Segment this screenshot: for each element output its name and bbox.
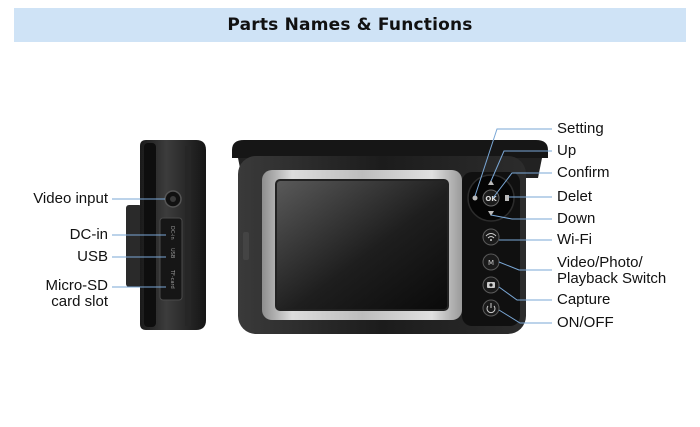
ok-button (482, 189, 500, 207)
side-view (126, 140, 206, 330)
label-video-input: Video input (33, 190, 108, 207)
delete-icon (505, 195, 509, 201)
page-title: Parts Names & Functions (227, 15, 473, 35)
side-port-text-usb: USB (169, 248, 175, 259)
label-wifi: Wi-Fi (557, 231, 592, 248)
screen (276, 180, 448, 310)
label-setting: Setting (557, 120, 604, 137)
front-view: OK M (232, 140, 548, 334)
label-capture: Capture (557, 291, 611, 308)
label-down: Down (557, 210, 596, 227)
setting-icon (472, 195, 478, 201)
label-usb: USB (77, 248, 108, 265)
mode-button-text: M (488, 259, 494, 267)
label-micro-sd-line2: card slot (51, 293, 108, 310)
leader-switch (498, 261, 552, 271)
label-micro-sd-line1: Micro-SD (45, 277, 109, 294)
leader-onoff (498, 309, 552, 324)
leader-up (490, 150, 552, 182)
right-leader-lines (474, 128, 552, 324)
label-dc-in: DC-in (69, 226, 108, 243)
label-up: Up (557, 142, 577, 159)
leader-down (490, 214, 552, 220)
sunshade (232, 140, 548, 158)
side-port-text-dcin: DC-in (169, 226, 175, 240)
left-leader-lines (112, 198, 166, 288)
side-strap-block (126, 205, 142, 287)
up-arrow (488, 180, 494, 185)
wifi-icon (485, 233, 497, 239)
port-cover (159, 217, 183, 301)
label-confirm: Confirm (557, 164, 610, 181)
label-onoff: ON/OFF (557, 314, 614, 331)
label-switch-line2: Playback Switch (557, 270, 667, 287)
leader-setting (474, 128, 552, 197)
label-switch-line1: Video/Photo/ (557, 254, 643, 271)
label-delet: Delet (557, 188, 593, 205)
leader-confirm (492, 172, 552, 199)
ok-button-text: OK (485, 195, 497, 203)
power-icon (486, 305, 496, 314)
down-arrow (488, 211, 494, 216)
side-port-text-tfcard: TF-card (169, 269, 175, 289)
leader-capture (498, 286, 552, 301)
title-bar: Parts Names & Functions (14, 8, 686, 42)
